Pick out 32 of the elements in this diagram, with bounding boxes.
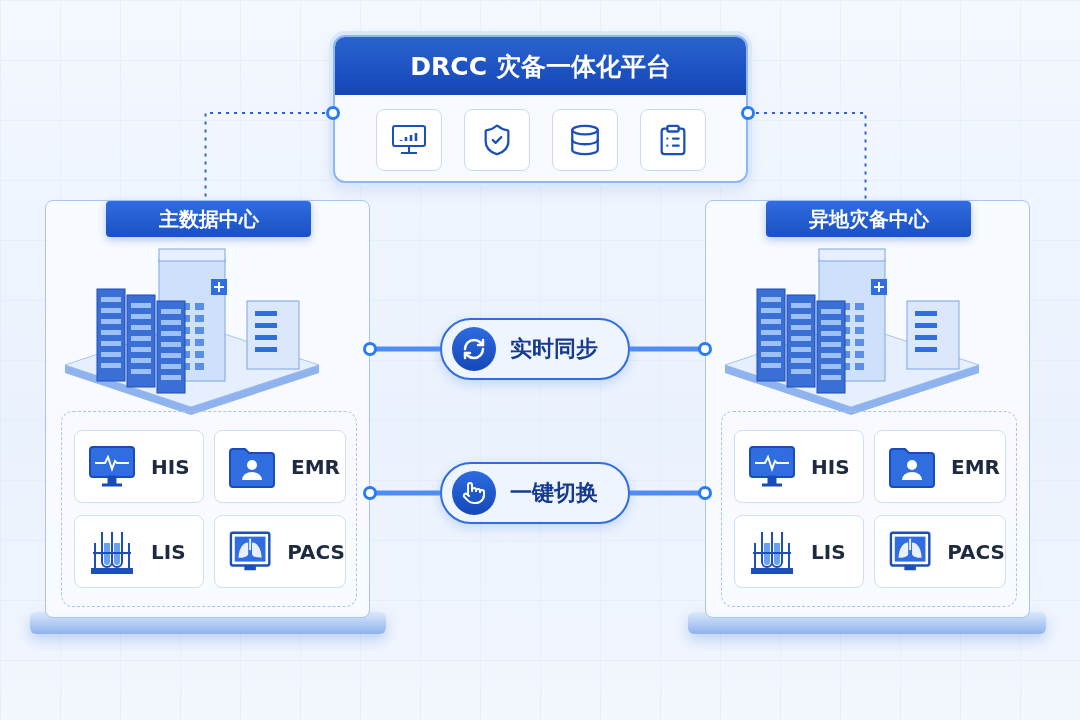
app-group-frame: [61, 411, 357, 607]
link-line: [363, 486, 440, 500]
app-name: EMR: [291, 454, 340, 479]
dotted-connector: [741, 106, 867, 201]
app-name: PACS: [287, 539, 345, 564]
link-line: [363, 342, 440, 356]
pill-label: 一键切换: [510, 479, 598, 507]
panel-title-tab: 主数据中心: [106, 201, 311, 237]
app-card: [214, 430, 346, 503]
app-name: LIS: [811, 539, 846, 564]
platform-title: DRCC 灾备一体化平台: [335, 37, 746, 95]
app-group-frame: [721, 411, 1017, 607]
link-line: [630, 486, 712, 500]
app-name: HIS: [151, 454, 190, 479]
app-name: LIS: [151, 539, 186, 564]
app-card: [74, 430, 204, 503]
app-card: [74, 515, 204, 588]
panel-title-tab: 异地灾备中心: [766, 201, 971, 237]
function-pill: [440, 462, 630, 524]
app-card: [874, 515, 1006, 588]
app-name: EMR: [951, 454, 1000, 479]
app-card: [734, 515, 864, 588]
app-card: [214, 515, 346, 588]
link-line: [630, 342, 712, 356]
function-pill: [440, 318, 630, 380]
app-card: [874, 430, 1006, 503]
app-name: PACS: [947, 539, 1005, 564]
data-center-panel: [705, 200, 1030, 618]
app-name: HIS: [811, 454, 850, 479]
data-center-panel: [45, 200, 370, 618]
app-card: [734, 430, 864, 503]
pill-label: 实时同步: [510, 335, 598, 363]
